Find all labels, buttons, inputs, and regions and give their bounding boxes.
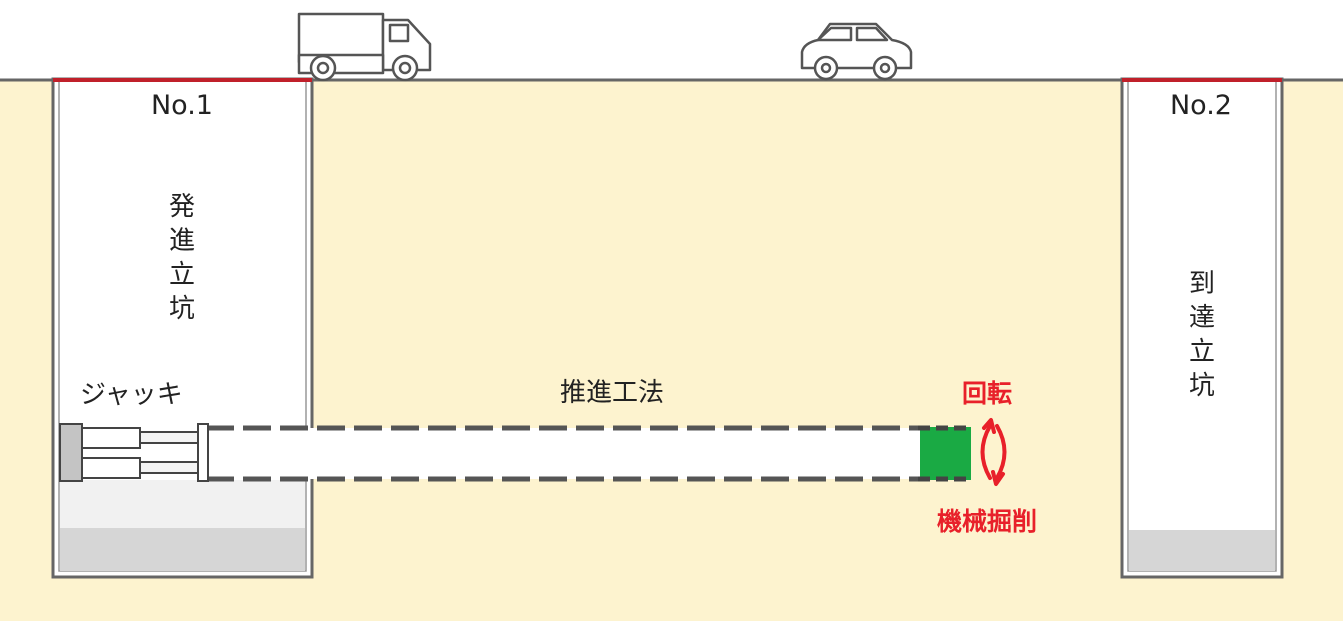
jack-label: ジャッキ (80, 380, 183, 410)
vertical-char: 発 (169, 192, 195, 222)
vertical-char: 立 (1189, 337, 1215, 367)
vertical-char: 坑 (169, 294, 195, 324)
vertical-char: 進 (169, 226, 195, 256)
excavation-label: 機械掘削 (937, 507, 1037, 536)
method-label: 推進工法 (560, 378, 664, 408)
vertical-char: 達 (1189, 303, 1215, 333)
cutter-head (918, 425, 971, 482)
rotation-arrow-icon (980, 418, 1007, 486)
receiving-shaft-title: 到 達 立 坑 (1189, 269, 1215, 401)
shaft2-label: No.2 (1170, 90, 1232, 121)
vertical-char: 立 (169, 260, 195, 290)
launching-shaft (51, 77, 314, 579)
car-icon (800, 22, 913, 81)
hydraulic-jack (59, 423, 209, 482)
rotation-label: 回転 (962, 379, 1012, 408)
launching-shaft-title: 発 進 立 坑 (169, 192, 195, 324)
vertical-char: 到 (1189, 269, 1215, 299)
jacking-pipe (206, 425, 924, 482)
receiving-shaft (1120, 77, 1284, 579)
truck-icon (297, 12, 432, 82)
shaft1-label: No.1 (151, 90, 213, 121)
vertical-char: 坑 (1189, 371, 1215, 401)
